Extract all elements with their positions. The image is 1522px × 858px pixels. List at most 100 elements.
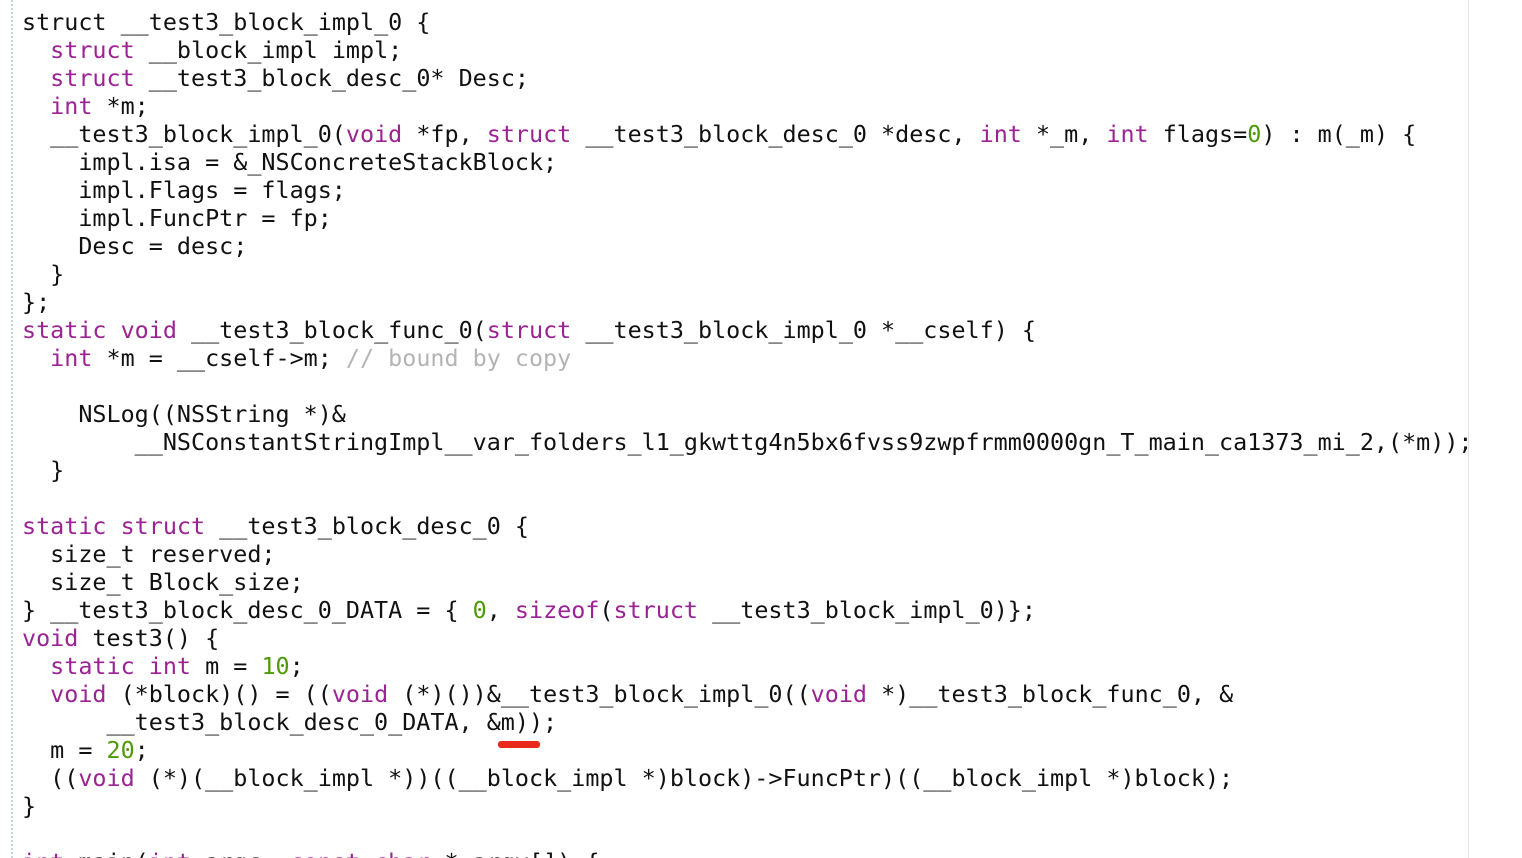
code-token: Desc = desc;: [22, 232, 248, 260]
code-token: ,: [486, 596, 515, 624]
code-token: }: [22, 792, 37, 820]
code-line: [22, 372, 1472, 400]
code-token: __test3_block_impl_0)};: [698, 596, 1036, 624]
keyword-token: static: [22, 512, 107, 540]
code-line: struct __test3_block_desc_0* Desc;: [22, 64, 1472, 92]
number-token: 20: [106, 736, 135, 764]
keyword-token: void: [22, 624, 79, 652]
code-line: void (*block)() = ((void (*)())&__test3_…: [22, 680, 1472, 708]
code-token: main(: [64, 848, 148, 858]
keyword-token: int: [50, 344, 93, 372]
code-line: __test3_block_desc_0_DATA, &m));: [22, 708, 1472, 736]
keyword-token: int: [149, 848, 191, 858]
keyword-token: struct: [50, 36, 135, 64]
code-token: } __test3_block_desc_0_DATA = {: [22, 596, 473, 624]
code-token: [360, 848, 374, 858]
code-token: __NSConstantStringImpl__var_folders_l1_g…: [22, 428, 1473, 456]
keyword-token: void: [78, 764, 135, 792]
code-token: [107, 316, 121, 344]
code-token: [22, 652, 50, 680]
code-token: __test3_block_impl_0(: [22, 120, 346, 148]
code-token: __test3_block_desc_0 *desc,: [571, 120, 980, 148]
code-token: [22, 680, 50, 708]
keyword-token: void: [345, 120, 403, 148]
code-line: }: [22, 456, 1472, 484]
keyword-token: struct: [120, 512, 206, 540]
keyword-token: sizeof: [514, 596, 600, 624]
code-token: __test3_block_desc_0* Desc;: [134, 64, 529, 92]
code-line: size_t Block_size;: [22, 568, 1472, 596]
keyword-token: int: [979, 120, 1022, 148]
code-token: __block_impl impl;: [134, 36, 403, 64]
keyword-token: struct: [486, 316, 572, 344]
keyword-token: static: [50, 652, 135, 680]
code-token: *_m,: [1021, 120, 1107, 148]
code-line: int *m = __cself->m; // bound by copy: [22, 344, 1472, 372]
keyword-token: void: [810, 680, 868, 708]
keyword-token: struct: [50, 64, 135, 92]
code-token: impl.FuncPtr = fp;: [22, 204, 332, 232]
code-line: size_t reserved;: [22, 540, 1472, 568]
code-token: ;: [134, 736, 149, 764]
code-line: impl.FuncPtr = fp;: [22, 204, 1472, 232]
code-line: Desc = desc;: [22, 232, 1472, 260]
code-line: } __test3_block_desc_0_DATA = { 0, sizeo…: [22, 596, 1472, 624]
number-token: 0: [472, 596, 487, 624]
code-token: __test3_block_desc_0 {: [205, 512, 529, 540]
code-token: __test3_block_desc_0_DATA, &m));: [22, 708, 558, 736]
code-token: [22, 36, 50, 64]
keyword-token: struct: [613, 596, 699, 624]
code-token: (*)())&__test3_block_impl_0((: [388, 680, 811, 708]
keyword-token: static: [22, 316, 107, 344]
code-token: [135, 652, 149, 680]
code-token: ) : m(_m) {: [1261, 120, 1417, 148]
code-token: [22, 92, 50, 120]
code-line: struct __block_impl impl;: [22, 36, 1472, 64]
code-token: [107, 512, 121, 540]
code-token: *m = __cself->m;: [92, 344, 346, 372]
code-token: *fp,: [402, 120, 487, 148]
code-line: __NSConstantStringImpl__var_folders_l1_g…: [22, 428, 1473, 456]
code-token: *)__test3_block_func_0, &: [867, 680, 1234, 708]
code-token: __test3_block_impl_0 *__cself) {: [571, 316, 1036, 344]
comment-token: // bound by copy: [345, 344, 572, 372]
code-token: argc,: [191, 848, 290, 858]
keyword-token: int: [1106, 120, 1149, 148]
code-token: impl.Flags = flags;: [22, 176, 346, 204]
code-token: }: [22, 260, 65, 288]
code-line: __test3_block_impl_0(void *fp, struct __…: [22, 120, 1472, 148]
keyword-token: void: [50, 680, 107, 708]
keyword-token: int: [148, 652, 192, 680]
code-token: size_t reserved;: [22, 540, 276, 568]
keyword-token: int: [22, 848, 64, 858]
code-line: NSLog((NSString *)&: [22, 400, 1472, 428]
code-token: };: [22, 288, 51, 316]
code-token: * argv[]) {: [430, 848, 600, 858]
code-token: m =: [191, 652, 262, 680]
code-token: (: [599, 596, 614, 624]
code-line: [22, 484, 1472, 512]
code-token: flags=: [1148, 120, 1248, 148]
source-code[interactable]: struct __test3_block_impl_0 { struct __b…: [22, 8, 1472, 858]
code-line: static int m = 10;: [22, 652, 1472, 680]
code-token: test3() {: [78, 624, 220, 652]
keyword-token: void: [331, 680, 389, 708]
code-line: int *m;: [22, 92, 1472, 120]
code-line: static struct __test3_block_desc_0 {: [22, 512, 1472, 540]
code-line: struct __test3_block_impl_0 {: [22, 8, 1472, 36]
code-token: NSLog((NSString *)&: [22, 400, 346, 428]
code-line: impl.Flags = flags;: [22, 176, 1472, 204]
editor-right-margin: [1468, 0, 1469, 858]
code-line: };: [22, 288, 1472, 316]
code-line: ((void (*)(__block_impl *))((__block_imp…: [22, 764, 1472, 792]
code-line: }: [22, 792, 1472, 820]
keyword-token: char: [374, 848, 430, 858]
code-line: int main(int argc, const char * argv[]) …: [22, 848, 1472, 858]
number-token: 0: [1247, 120, 1262, 148]
code-token: ;: [289, 652, 304, 680]
code-token: m =: [22, 736, 107, 764]
code-line: impl.isa = &_NSConcreteStackBlock;: [22, 148, 1472, 176]
code-token: }: [22, 456, 65, 484]
keyword-token: struct: [486, 120, 572, 148]
